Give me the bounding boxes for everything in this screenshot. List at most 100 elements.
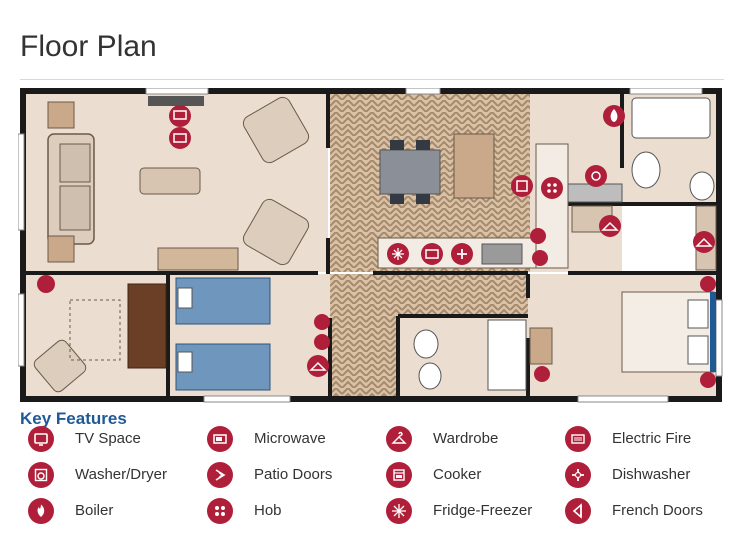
hob-icon: [207, 498, 233, 524]
key-item-label: Dishwasher: [612, 466, 691, 483]
bath: [631, 97, 711, 139]
key-item-label: French Doors: [612, 502, 703, 519]
key-item-label: Electric Fire: [612, 430, 692, 447]
headboard: [710, 292, 716, 372]
feature-marker-microwave: [421, 243, 443, 265]
boiler-icon: [28, 498, 54, 524]
window: [405, 88, 441, 95]
pillow: [687, 335, 709, 365]
feature-marker-wardrobe: [307, 355, 329, 377]
key-item-label: Cooker: [433, 466, 482, 483]
feature-marker-washer: [585, 165, 607, 187]
page-title: Floor Plan: [20, 30, 157, 63]
feature-marker-socket: [700, 276, 716, 292]
key-item-label: Microwave: [254, 430, 326, 447]
feature-marker-wardrobe: [599, 215, 621, 237]
key-item-electric-fire: Electric Fire: [565, 426, 691, 452]
window: [145, 88, 209, 95]
french-doors-icon: [565, 498, 591, 524]
key-item-patio-doors: Patio Doors: [207, 462, 332, 488]
feature-marker-socket: [532, 250, 548, 266]
dishwasher-icon: [565, 462, 591, 488]
key-item-label: TV Space: [75, 430, 141, 447]
feature-marker-tv: [314, 334, 330, 350]
window: [577, 395, 669, 403]
electric-fire-icon: [565, 426, 591, 452]
key-item-dishwasher: Dishwasher: [565, 462, 690, 488]
key-item-label: Hob: [254, 502, 282, 519]
key-item-fridge-freezer: Fridge-Freezer: [386, 498, 532, 524]
patio-doors-icon: [207, 462, 233, 488]
floor-plan: [18, 88, 723, 403]
key-features-heading: Key Features: [20, 409, 127, 428]
key-item-label: Boiler: [75, 502, 114, 519]
feature-marker-french-doors: [37, 275, 55, 293]
chair: [416, 140, 430, 150]
fireplace: [157, 247, 239, 271]
key-item-microwave: Microwave: [207, 426, 326, 452]
sideboard: [453, 133, 495, 199]
key-item-french-doors: French Doors: [565, 498, 703, 524]
key-item-cooker: Cooker: [386, 462, 481, 488]
chair: [390, 140, 404, 150]
wardrobe-icon: [386, 426, 412, 452]
key-item-tv-space: TV Space: [28, 426, 141, 452]
armchair: [33, 339, 87, 393]
cooker-icon: [386, 462, 412, 488]
feature-marker-cooker: [511, 175, 533, 197]
feature-marker-socket: [700, 372, 716, 388]
window: [18, 293, 25, 367]
window: [203, 395, 291, 403]
toilet: [689, 171, 715, 201]
side-table: [47, 101, 75, 129]
outer-wall: [20, 88, 722, 402]
basin: [413, 329, 439, 359]
microwave-icon: [207, 426, 233, 452]
desk: [529, 327, 553, 365]
dresser: [127, 283, 167, 369]
pillow: [177, 351, 193, 373]
rug: [69, 299, 121, 361]
coffee-table: [139, 167, 201, 195]
tv-icon: [28, 426, 54, 452]
sofa-cushion: [59, 185, 91, 231]
key-item-label: Wardrobe: [433, 430, 499, 447]
sink: [481, 243, 523, 265]
washer-dryer-icon: [28, 462, 54, 488]
kitchen-counter: [535, 143, 569, 269]
feature-marker-electric-fire: [169, 127, 191, 149]
key-item-label: Fridge-Freezer: [433, 502, 533, 519]
armchair: [242, 198, 310, 266]
side-table: [47, 235, 75, 263]
sofa-cushion: [59, 143, 91, 183]
feature-marker-wardrobe: [693, 231, 715, 253]
feature-marker-dishwasher: [451, 243, 473, 265]
feature-marker-tv: [169, 105, 191, 127]
basin: [631, 151, 661, 189]
key-item-hob: Hob: [207, 498, 282, 524]
feature-marker-hob: [541, 177, 563, 199]
key-item-label: Washer/Dryer: [75, 466, 167, 483]
pillow: [177, 287, 193, 309]
window: [715, 299, 723, 377]
key-item-wardrobe: Wardrobe: [386, 426, 498, 452]
key-item-label: Patio Doors: [254, 466, 333, 483]
key-item-washer-dryer: Washer/Dryer: [28, 462, 167, 488]
chair: [390, 194, 404, 204]
fridge-freezer-icon: [386, 498, 412, 524]
dining-table: [379, 149, 441, 195]
feature-marker-fridge-freezer: [387, 243, 409, 265]
chair: [416, 194, 430, 204]
window: [18, 133, 25, 231]
feature-marker-tv: [534, 366, 550, 382]
window: [629, 88, 703, 95]
pillow: [687, 299, 709, 329]
feature-marker-socket: [314, 314, 330, 330]
tv-unit: [148, 96, 204, 106]
title-divider: [20, 79, 724, 80]
toilet: [418, 362, 442, 390]
key-item-boiler: Boiler: [28, 498, 113, 524]
feature-marker-boiler: [603, 105, 625, 127]
armchair: [242, 96, 310, 164]
feature-marker-tv: [530, 228, 546, 244]
